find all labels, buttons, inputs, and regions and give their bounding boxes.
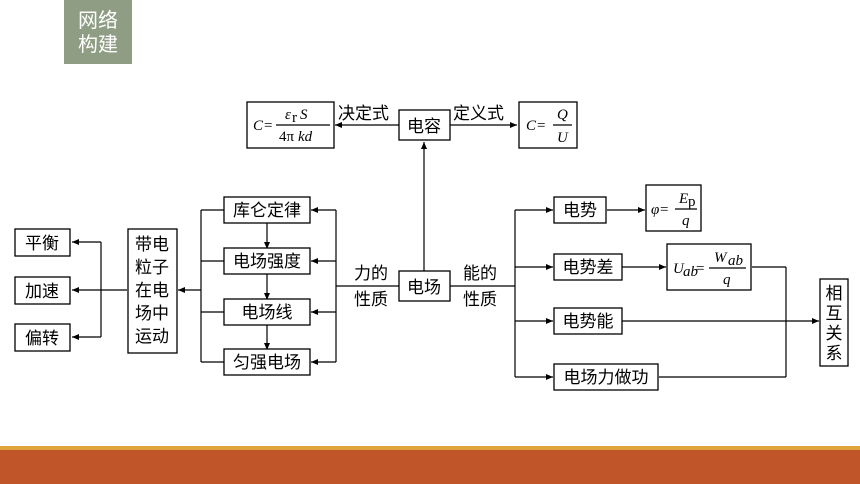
deciding-formula-box: C = ε r S 4π kd (246, 101, 335, 149)
svg-text:电场线: 电场线 (242, 303, 293, 323)
svg-text:电势能: 电势能 (563, 312, 614, 332)
force-item-uniform-field: 匀强电场 (223, 348, 311, 376)
motion-acceleration: 加速 (14, 276, 71, 305)
svg-text:q: q (682, 213, 690, 229)
svg-text:电势差: 电势差 (563, 258, 614, 278)
svg-text:匀强电场: 匀强电场 (233, 353, 301, 373)
svg-text:运动: 运动 (135, 327, 169, 347)
svg-text:在电: 在电 (135, 281, 169, 301)
energy-item-field-work: 电场力做功 (553, 363, 659, 391)
energy-item-potential-difference: 电势差 (553, 253, 623, 281)
energy-nature-line1: 能的 (463, 264, 497, 284)
svg-text:平衡: 平衡 (25, 234, 59, 254)
capacitor-label: 电容 (407, 117, 441, 137)
svg-text:q: q (723, 272, 731, 288)
svg-text:4π: 4π (279, 129, 295, 145)
svg-text:C: C (253, 118, 264, 134)
svg-text:ab: ab (683, 264, 699, 280)
svg-text:加速: 加速 (25, 282, 59, 302)
svg-text:r: r (292, 110, 297, 126)
mutual-relation-box: 相 互 关 系 (819, 278, 849, 367)
svg-text:ab: ab (728, 253, 744, 269)
motion-deflection: 偏转 (14, 323, 71, 352)
potential-formula-box: φ = E p q (645, 184, 702, 232)
svg-text:p: p (688, 194, 696, 210)
svg-text:φ: φ (651, 202, 659, 218)
svg-text:ε: ε (285, 107, 291, 123)
defining-formula-box: C = Q U (518, 101, 578, 149)
energy-item-potential-energy: 电势能 (553, 307, 623, 335)
svg-text:偏转: 偏转 (25, 329, 59, 349)
force-nature-line1: 力的 (354, 264, 388, 284)
svg-text:=: = (696, 261, 704, 277)
svg-text:Q: Q (557, 107, 568, 123)
svg-text:=: = (660, 202, 668, 218)
svg-text:=: = (264, 118, 272, 134)
svg-text:电势: 电势 (563, 201, 597, 221)
deciding-label: 决定式 (338, 104, 389, 124)
connectors (72, 122, 819, 380)
svg-text:关: 关 (826, 324, 843, 344)
voltage-formula-box: U ab = W ab q (666, 243, 752, 291)
svg-text:互: 互 (826, 304, 843, 324)
svg-text:场中: 场中 (135, 304, 169, 324)
capacitor-box: 电容 (398, 109, 451, 141)
footer-band (0, 450, 860, 484)
force-item-coulomb: 库仑定律 (223, 196, 311, 224)
svg-text:E: E (678, 191, 688, 207)
svg-text:=: = (537, 118, 545, 134)
particle-motion-box: 带电 粒子 在电 场中 运动 (127, 228, 178, 354)
energy-nature-line2: 性质 (463, 290, 497, 310)
svg-text:U: U (673, 261, 685, 277)
energy-item-potential: 电势 (553, 196, 607, 224)
section-tag: 网络 构建 (64, 0, 132, 64)
svg-text:电场强度: 电场强度 (233, 252, 301, 272)
force-item-field-lines: 电场线 (223, 298, 311, 326)
field-label: 电场 (407, 278, 441, 298)
concept-diagram: C = ε r S 4π kd 决定式 电容 定义式 C = Q U 电场 力的… (14, 101, 849, 391)
svg-text:S: S (300, 107, 308, 123)
svg-text:W: W (714, 250, 728, 266)
force-nature-line2: 性质 (354, 290, 388, 310)
defining-label: 定义式 (453, 104, 504, 124)
svg-text:电场力做功: 电场力做功 (564, 368, 649, 388)
svg-text:带电: 带电 (135, 235, 169, 255)
field-box: 电场 (398, 270, 451, 302)
footer-accent-line (0, 446, 860, 450)
section-tag-line1: 网络 (78, 8, 118, 32)
force-item-field-strength: 电场强度 (223, 247, 311, 275)
svg-text:相: 相 (826, 284, 843, 304)
svg-text:系: 系 (826, 344, 843, 364)
section-tag-line2: 构建 (78, 32, 118, 56)
svg-text:U: U (557, 130, 569, 146)
svg-text:库仑定律: 库仑定律 (233, 201, 301, 221)
svg-text:C: C (526, 118, 537, 134)
svg-text:粒子: 粒子 (135, 258, 169, 278)
svg-text:kd: kd (298, 129, 313, 145)
motion-balance: 平衡 (14, 228, 71, 257)
